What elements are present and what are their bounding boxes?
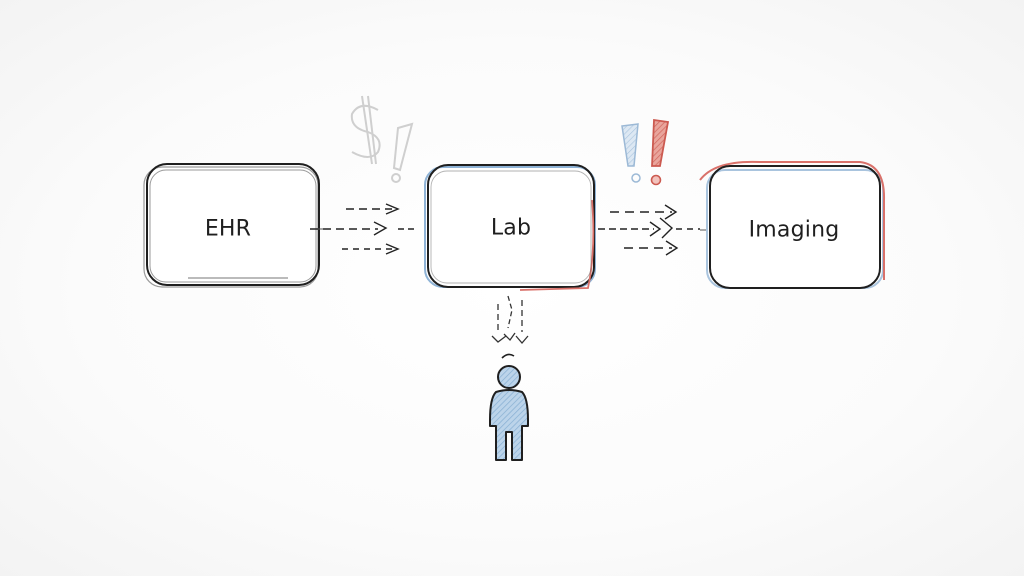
ehr-to-lab-arrows — [310, 203, 416, 255]
warning-alert-icon — [621, 118, 670, 186]
cost-alert-icon — [350, 95, 414, 183]
lab-to-person-arrows — [491, 295, 529, 344]
ehr-label: EHR — [204, 216, 252, 242]
imaging-label: Imaging — [748, 217, 840, 243]
lab-label: Lab — [490, 215, 532, 241]
imaging-node[interactable] — [699, 160, 886, 289]
person-icon — [489, 353, 529, 461]
lab-node[interactable] — [424, 164, 596, 291]
ehr-node[interactable] — [143, 163, 328, 288]
lab-to-imaging-arrows — [598, 204, 700, 256]
